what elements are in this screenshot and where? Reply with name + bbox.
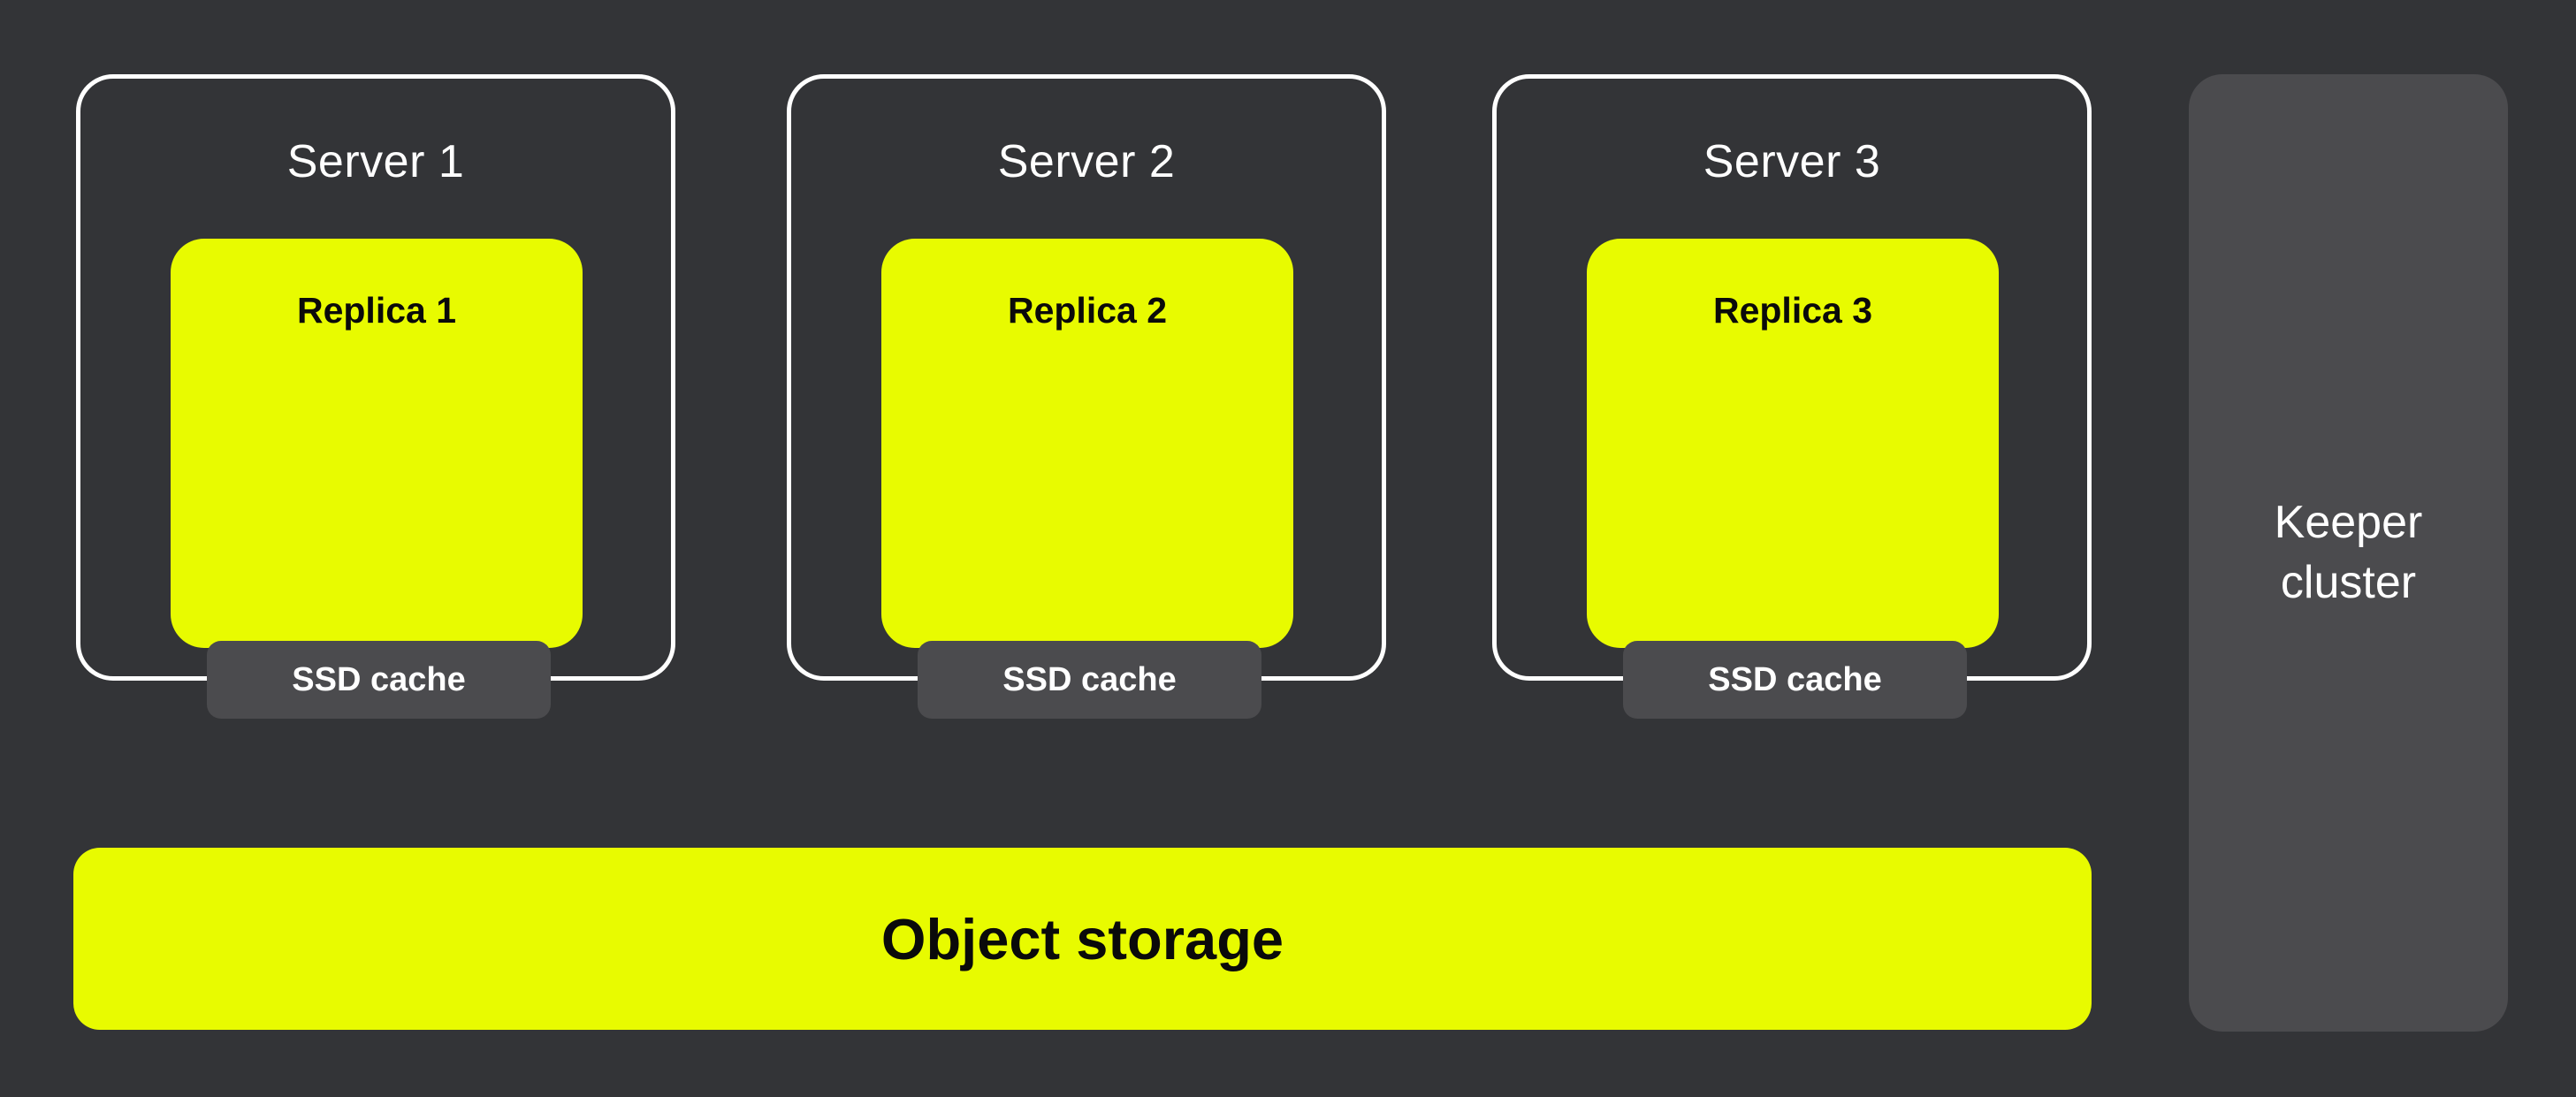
ssd-cache-3-label: SSD cache bbox=[1708, 660, 1882, 698]
ssd-cache-1-box: SSD cache bbox=[207, 641, 551, 719]
replica-3-label: Replica 3 bbox=[1712, 290, 1873, 331]
replica-1-label: Replica 1 bbox=[296, 290, 457, 331]
ssd-cache-2-label: SSD cache bbox=[1002, 660, 1177, 698]
server-3-box: Server 3 Replica 3 SSD cache bbox=[1492, 74, 2092, 719]
keeper-cluster-box: Keeper cluster bbox=[2189, 74, 2508, 1032]
ssd-cache-2-box: SSD cache bbox=[918, 641, 1261, 719]
ssd-cache-3-box: SSD cache bbox=[1623, 641, 1967, 719]
server-1-box: Server 1 Replica 1 SSD cache bbox=[76, 74, 675, 719]
server-1-title: Server 1 bbox=[286, 136, 465, 187]
object-storage-label: Object storage bbox=[880, 906, 1284, 971]
server-2-box: Server 2 Replica 2 SSD cache bbox=[787, 74, 1386, 719]
replica-3-box: Replica 3 bbox=[1587, 239, 1999, 648]
replica-1-box: Replica 1 bbox=[171, 239, 583, 648]
replica-2-label: Replica 2 bbox=[1007, 290, 1168, 331]
server-3-title: Server 3 bbox=[1703, 136, 1881, 187]
keeper-cluster-label: Keeper cluster bbox=[2274, 496, 2423, 608]
replica-2-box: Replica 2 bbox=[881, 239, 1293, 648]
object-storage-box: Object storage bbox=[73, 848, 2092, 1030]
ssd-cache-1-label: SSD cache bbox=[292, 660, 466, 698]
server-2-title: Server 2 bbox=[997, 136, 1176, 187]
